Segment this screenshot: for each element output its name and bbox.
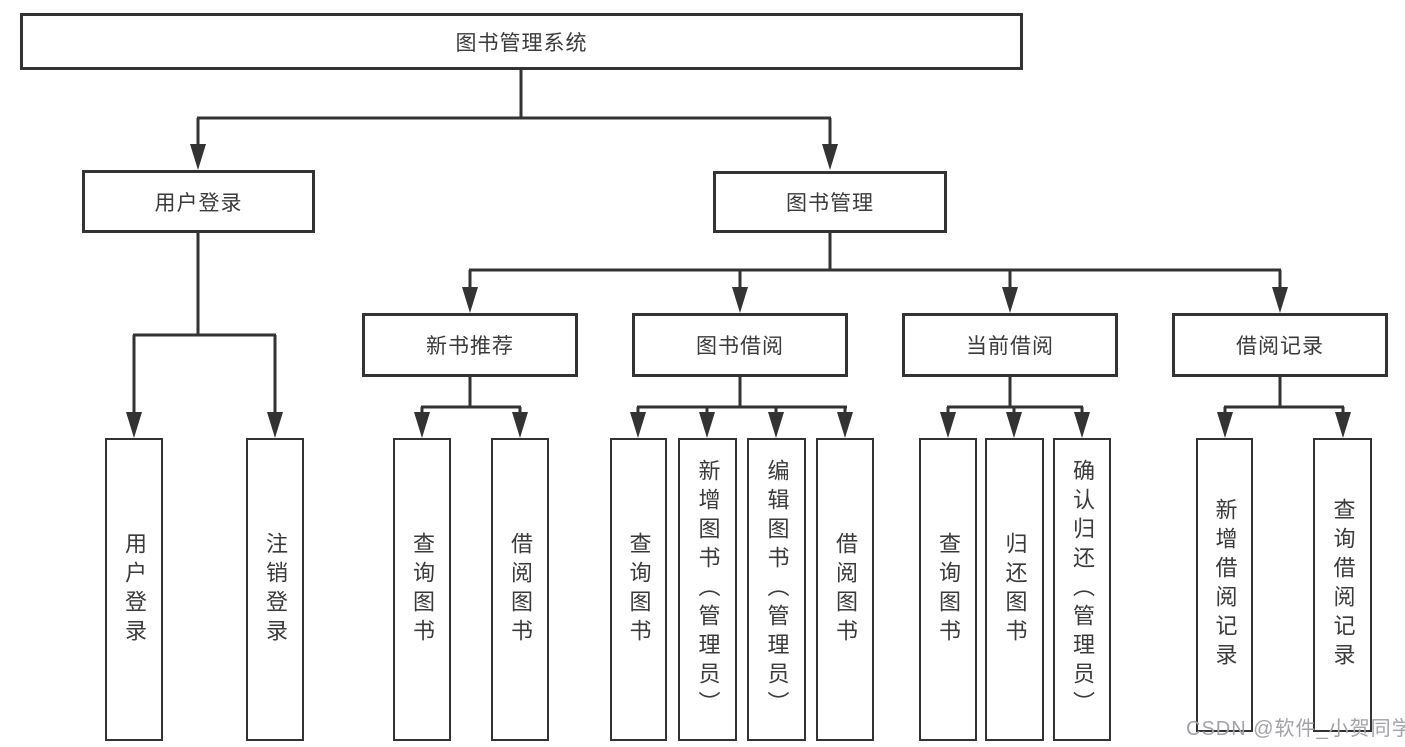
- arrow-down-icon: [1002, 287, 1018, 313]
- leaf-label: 查询借阅记录: [1330, 498, 1356, 672]
- node-label: 图书借阅: [696, 335, 784, 358]
- arrow-down-icon: [190, 144, 206, 170]
- csdn-watermark: CSDN @软件_小贺同学: [1186, 718, 1405, 740]
- arrow-down-icon: [1074, 412, 1090, 438]
- arrow-down-icon: [768, 412, 784, 438]
- arrow-down-icon: [837, 412, 853, 438]
- leaf-logout: 注销登录: [246, 438, 304, 741]
- leaf-borrow-book-borrowing: 借阅图书: [816, 438, 874, 741]
- leaf-edit-book-admin: 编辑图书（管理员）: [747, 438, 806, 741]
- arrow-down-icon: [267, 412, 283, 438]
- leaf-label: 借阅图书: [833, 531, 858, 648]
- arrow-down-icon: [822, 144, 838, 170]
- leaf-confirm-return-admin: 确认归还（管理员）: [1053, 438, 1111, 741]
- leaf-query-book-recommend: 查询图书: [393, 438, 451, 741]
- leaf-label: 注销登录: [263, 531, 288, 648]
- node-borrowing-records: 借阅记录: [1172, 313, 1388, 377]
- node-user-login: 用户登录: [82, 170, 315, 233]
- node-label: 图书管理: [786, 192, 874, 215]
- leaf-label: 新增图书（管理员）: [695, 459, 721, 720]
- leaf-label: 查询图书: [936, 531, 961, 648]
- node-label: 借阅记录: [1236, 335, 1324, 358]
- arrow-down-icon: [1272, 287, 1288, 313]
- leaf-label: 确认归还（管理员）: [1070, 459, 1095, 720]
- arrow-down-icon: [1335, 412, 1351, 438]
- leaf-return-book: 归还图书: [985, 438, 1044, 741]
- leaf-label: 新增借阅记录: [1212, 498, 1238, 672]
- arrow-down-icon: [512, 412, 528, 438]
- leaf-query-borrow-record: 查询借阅记录: [1313, 438, 1372, 732]
- connector-lines: [132, 70, 1345, 414]
- arrow-down-icon: [1006, 412, 1022, 438]
- node-label: 图书管理系统: [455, 31, 588, 55]
- node-label: 用户登录: [154, 191, 243, 215]
- leaf-label: 查询图书: [626, 531, 652, 648]
- leaf-label: 借阅图书: [508, 531, 533, 648]
- arrowheads: [126, 144, 1351, 438]
- leaf-label: 用户登录: [122, 531, 147, 648]
- leaf-label: 归还图书: [1002, 531, 1028, 648]
- node-label: 当前借阅: [966, 335, 1054, 358]
- arrow-down-icon: [699, 412, 715, 438]
- arrow-down-icon: [630, 412, 646, 438]
- node-book-management: 图书管理: [713, 171, 947, 233]
- node-root-library-system: 图书管理系统: [20, 13, 1023, 70]
- leaf-query-book-borrowing: 查询图书: [610, 438, 667, 741]
- leaf-user-login: 用户登录: [105, 438, 163, 741]
- arrow-down-icon: [732, 287, 748, 313]
- arrow-down-icon: [126, 412, 142, 438]
- node-current-borrowing: 当前借阅: [902, 313, 1118, 377]
- leaf-label: 查询图书: [410, 531, 435, 648]
- leaf-label: 编辑图书（管理员）: [764, 459, 790, 720]
- arrow-down-icon: [940, 412, 956, 438]
- node-book-borrowing: 图书借阅: [632, 313, 848, 377]
- arrow-down-icon: [462, 287, 478, 313]
- node-new-book-recommend: 新书推荐: [362, 313, 578, 377]
- leaf-add-borrow-record: 新增借阅记录: [1196, 438, 1253, 732]
- leaf-query-book-current: 查询图书: [919, 438, 977, 741]
- arrow-down-icon: [1217, 412, 1233, 438]
- node-label: 新书推荐: [426, 335, 514, 358]
- leaf-borrow-book-recommend: 借阅图书: [491, 438, 549, 741]
- leaf-add-book-admin: 新增图书（管理员）: [678, 438, 737, 741]
- arrow-down-icon: [414, 412, 430, 438]
